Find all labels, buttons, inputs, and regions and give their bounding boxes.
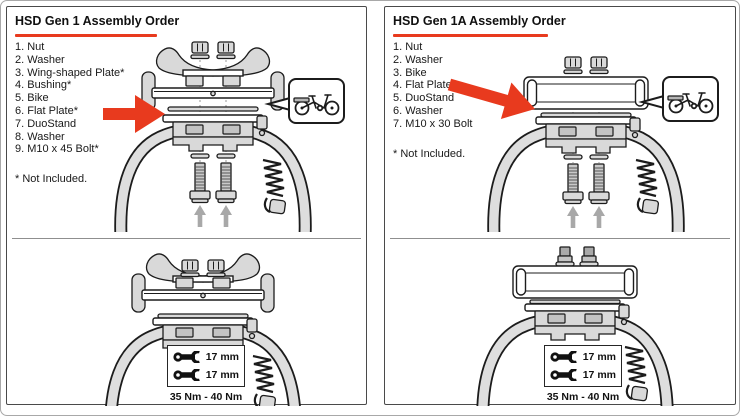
part-item: 3. Wing-shaped Plate* (15, 66, 125, 79)
not-included-footnote: * Not Included. (393, 147, 466, 160)
flat-plate (167, 106, 259, 112)
wrench-icon (550, 368, 579, 381)
title-underline (393, 34, 548, 37)
wrench-icon (173, 351, 202, 364)
wrench-row: 17 mm (550, 351, 616, 364)
wrench-icon (173, 368, 202, 381)
parts-column: 1. Nut 2. Washer 3. Wing-shaped Plate* 4… (15, 41, 187, 185)
washer (190, 153, 210, 159)
wrench-size-label: 17 mm (582, 368, 616, 381)
red-arrow-icon (447, 78, 535, 119)
part-item: 8. Washer (15, 130, 65, 143)
wrench-size-label: 17 mm (205, 368, 239, 381)
wrench-size-label: 17 mm (205, 351, 239, 364)
wrench-row: 17 mm (173, 351, 239, 364)
wrench-spec-box: 17 mm 17 mm (544, 345, 622, 387)
part-item: 4. Flat Plate* (393, 79, 456, 92)
nut-washer (190, 41, 210, 60)
part-item: 5. Bike (15, 92, 49, 105)
section-divider (12, 238, 361, 239)
wrench-spec-box: 17 mm 17 mm (167, 345, 245, 387)
m10-bolt (215, 162, 237, 204)
up-arrow-icon (593, 206, 605, 228)
washer (589, 154, 609, 160)
red-arrow-icon (103, 95, 165, 133)
part-item: 5. DuoStand (393, 92, 455, 105)
spring (261, 158, 287, 216)
washer (216, 153, 236, 159)
panel-title: HSD Gen 1 Assembly Order (15, 14, 180, 28)
wrench-row: 17 mm (550, 368, 616, 381)
part-item: 3. Bike (393, 66, 427, 79)
panel-hsd-gen1a: HSD Gen 1A Assembly Order 1. Nut 2. Wash… (384, 6, 736, 405)
not-included-footnote: * Not Included. (15, 173, 88, 186)
nut-washer (216, 41, 236, 60)
nut-washer (563, 56, 583, 75)
part-item: 2. Washer (15, 53, 65, 66)
m10-bolt (189, 162, 211, 204)
nut-washer (589, 56, 609, 75)
part-item: 4. Bushing* (15, 79, 72, 92)
part-item: 7. M10 x 30 Bolt (393, 117, 473, 130)
assembled-view-diagram (103, 253, 323, 406)
parts-list: 1. Nut 2. Washer 3. Wing-shaped Plate* 4… (15, 41, 187, 156)
part-item: 7. DuoStand (15, 117, 77, 130)
section-divider (390, 238, 730, 239)
torque-spec: 35 Nm - 40 Nm (169, 391, 243, 403)
wrench-row: 17 mm (173, 368, 239, 381)
exploded-view-diagram (486, 56, 736, 232)
title-underline (15, 34, 157, 37)
bike-callout-icon (642, 77, 718, 121)
up-arrow-icon (194, 205, 206, 227)
m10-bolt (562, 163, 584, 205)
part-item: 6. Flat Plate* (15, 104, 78, 117)
wrench-icon (550, 351, 579, 364)
assembled-view-diagram (475, 246, 695, 406)
panel-hsd-gen1: HSD Gen 1 Assembly Order 1. Nut 2. Washe… (6, 6, 367, 406)
m10-bolt (588, 163, 610, 205)
part-item: 2. Washer (393, 53, 443, 66)
exploded-view-diagram (113, 41, 363, 232)
parts-column: 1. Nut 2. Washer 3. Bike 4. Flat Plate* … (393, 41, 565, 160)
washer (563, 154, 583, 160)
wrench-size-label: 17 mm (582, 351, 616, 364)
spring (634, 158, 660, 216)
part-item: 1. Nut (393, 41, 423, 53)
up-arrow-icon (567, 206, 579, 228)
part-item: 1. Nut (15, 41, 45, 53)
panel-title: HSD Gen 1A Assembly Order (393, 14, 566, 28)
up-arrow-icon (220, 205, 232, 227)
part-item: 9. M10 x 45 Bolt* (15, 143, 99, 156)
torque-spec: 35 Nm - 40 Nm (546, 391, 620, 403)
part-item: 6. Washer (393, 104, 443, 117)
parts-list: 1. Nut 2. Washer 3. Bike 4. Flat Plate* … (393, 41, 565, 131)
